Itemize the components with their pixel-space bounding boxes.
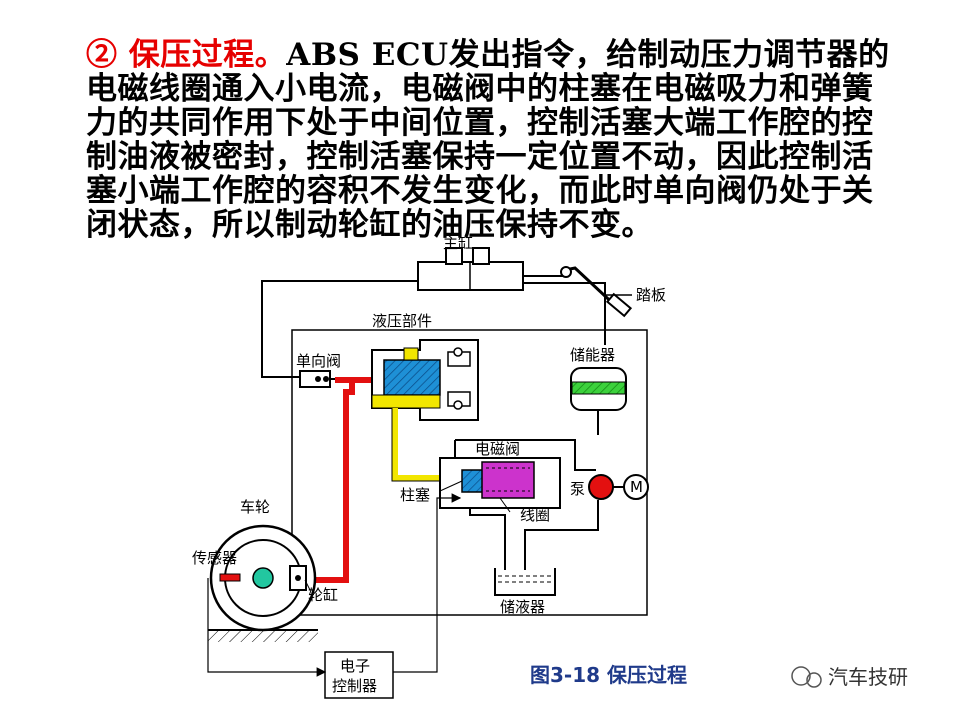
line-to-reservoir: [469, 508, 506, 570]
chat-bubble-icon: [791, 666, 811, 686]
label-sensor: 传感器: [192, 549, 237, 567]
label-plunger: 柱塞: [400, 486, 430, 504]
solenoid-valve: [439, 457, 561, 509]
reservoir: [494, 568, 556, 596]
line-pump-high: [455, 439, 596, 471]
figure-caption: 图3-18 保压过程: [530, 663, 687, 687]
hydraulic-unit-box: [291, 329, 648, 616]
label-ecu-line2: 控制器: [332, 677, 377, 695]
label-reservoir: 储液器: [500, 598, 545, 616]
label-hydraulic-unit: 液压部件: [372, 312, 432, 330]
control-piston-assembly: [371, 339, 479, 421]
sensor-gear-icon: [252, 567, 274, 589]
ecu-box: [324, 651, 394, 699]
sensor-icon: [219, 573, 241, 582]
label-accumulator: 储能器: [570, 346, 615, 364]
heading-paragraph: ② 保压过程。ABS ECU发出指令，给制动压力调节器的电磁线圈通入小电流，电磁…: [86, 38, 896, 242]
label-pump: 泵: [570, 480, 585, 498]
label-motor: M: [630, 478, 643, 496]
label-wheel-cylinder: 轮缸: [308, 586, 338, 604]
label-solenoid-valve: 电磁阀: [475, 440, 520, 458]
line-master-to-accumulator: [523, 282, 606, 345]
master-cylinder: [417, 247, 565, 291]
brake-line-red: [306, 377, 372, 583]
brake-pedal: [560, 266, 633, 318]
check-valve: [299, 370, 338, 388]
line-pump-low: [524, 500, 599, 570]
watermark-text: 汽车技研: [828, 665, 908, 689]
control-signal-line: [393, 493, 462, 673]
pump: [588, 474, 649, 500]
heading-body: ABS ECU发出指令，给制动压力调节器的电磁线圈通入小电流，电磁阀中的柱塞在电…: [86, 37, 890, 243]
ground: [208, 630, 318, 642]
label-pedal: 踏板: [636, 286, 666, 304]
line-master-to-check: [261, 280, 418, 378]
accumulator: [570, 367, 627, 435]
watermark: 汽车技研: [791, 665, 908, 689]
label-ecu-line1: 电子: [340, 657, 370, 675]
heading-lead: ② 保压过程。: [86, 37, 287, 73]
label-wheel: 车轮: [240, 498, 270, 516]
label-check-valve: 单向阀: [296, 352, 341, 370]
label-master-cylinder: 主缸: [443, 234, 473, 252]
label-coil: 线圈: [520, 506, 550, 524]
motor-icon: [623, 474, 649, 500]
wheel: [208, 524, 318, 642]
sensor-signal-line: [207, 578, 327, 677]
